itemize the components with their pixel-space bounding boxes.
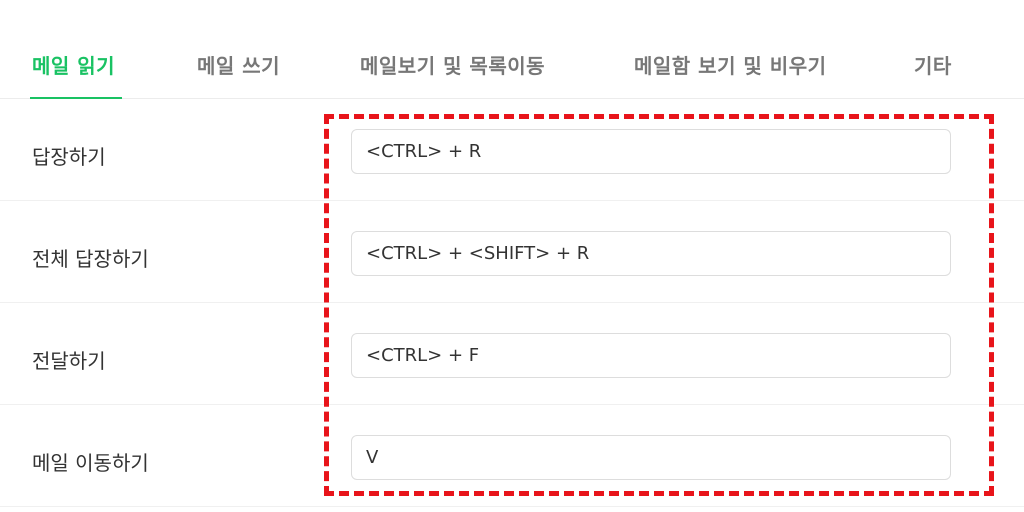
- shortcut-input-forward[interactable]: <CTRL> + F: [351, 333, 951, 378]
- shortcut-row-reply: 답장하기 <CTRL> + R: [0, 99, 1024, 201]
- shortcut-input-move-mail[interactable]: V: [351, 435, 951, 480]
- shortcut-label: 전체 답장하기: [32, 247, 149, 271]
- tab-write-mail[interactable]: 메일 쓰기: [197, 54, 281, 78]
- tab-read-mail[interactable]: 메일 읽기: [32, 54, 116, 78]
- active-tab-indicator: [30, 97, 122, 99]
- shortcut-category-tabs: 메일 읽기 메일 쓰기 메일보기 및 목록이동 메일함 보기 및 비우기 기타: [0, 0, 1024, 99]
- shortcut-row-reply-all: 전체 답장하기 <CTRL> + <SHIFT> + R: [0, 201, 1024, 303]
- shortcut-row-forward: 전달하기 <CTRL> + F: [0, 303, 1024, 405]
- shortcut-label: 전달하기: [32, 349, 106, 373]
- shortcut-row-move-mail: 메일 이동하기 V: [0, 405, 1024, 507]
- tab-mailbox-view-and-empty[interactable]: 메일함 보기 및 비우기: [634, 54, 827, 78]
- shortcut-input-reply[interactable]: <CTRL> + R: [351, 129, 951, 174]
- shortcut-label: 답장하기: [32, 145, 106, 169]
- tab-view-and-list-navigation[interactable]: 메일보기 및 목록이동: [360, 54, 546, 78]
- shortcut-label: 메일 이동하기: [32, 451, 149, 475]
- tab-other[interactable]: 기타: [914, 54, 952, 78]
- shortcut-input-reply-all[interactable]: <CTRL> + <SHIFT> + R: [351, 231, 951, 276]
